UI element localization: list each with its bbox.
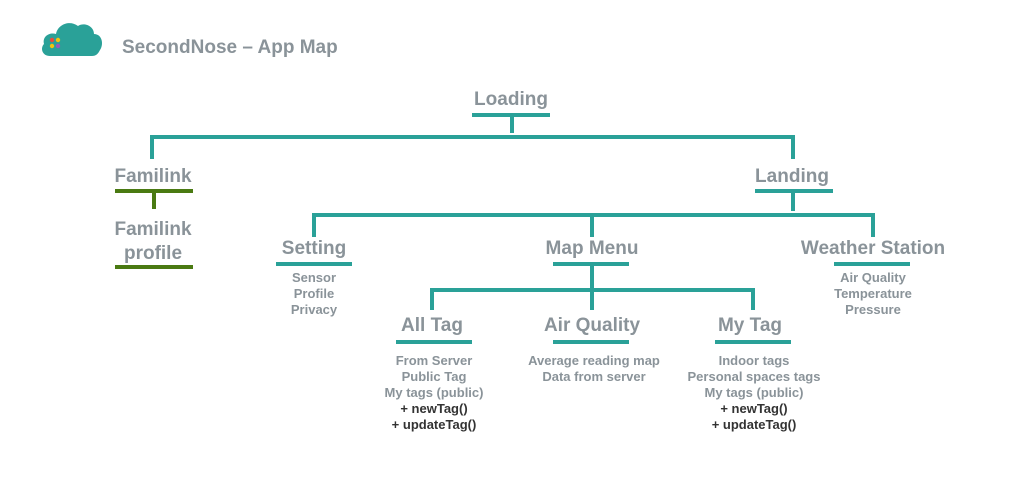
- function-item: + newTag(): [400, 401, 468, 416]
- node-familink-profile: Familink profile: [114, 219, 191, 265]
- list-item: Personal spaces tags: [687, 369, 821, 384]
- node-air-quality: Air Quality: [543, 315, 641, 336]
- air-quality-items: Average reading map Data from server: [528, 353, 660, 385]
- list-item: From Server: [395, 353, 473, 368]
- list-item: Temperature: [834, 286, 912, 301]
- node-familink-profile-line2: profile: [123, 243, 183, 264]
- my-tag-items: Indoor tags Personal spaces tags My tags…: [688, 353, 821, 433]
- cloud-logo-icon: [42, 23, 102, 56]
- list-item: Data from server: [542, 369, 646, 384]
- list-item: Sensor: [291, 270, 337, 285]
- function-item: + updateTag(): [711, 417, 797, 432]
- node-loading: Loading: [474, 89, 548, 110]
- list-item: Profile: [293, 286, 335, 301]
- list-item: Average reading map: [528, 353, 660, 368]
- list-item: Indoor tags: [718, 353, 790, 368]
- function-item: + newTag(): [720, 401, 788, 416]
- list-item: Air Quality: [840, 270, 906, 285]
- list-item: Public Tag: [401, 369, 467, 384]
- list-item: My tags (public): [384, 385, 484, 400]
- all-tag-items: From Server Public Tag My tags (public) …: [385, 353, 484, 433]
- node-map-menu: Map Menu: [545, 238, 639, 259]
- node-all-tag: All Tag: [401, 315, 463, 336]
- app-title: SecondNose – App Map: [122, 37, 338, 58]
- list-item: My tags (public): [704, 385, 804, 400]
- node-my-tag: My Tag: [717, 315, 783, 336]
- setting-items: Sensor Profile Privacy: [291, 270, 337, 318]
- weather-station-items: Air Quality Temperature Pressure: [834, 270, 912, 318]
- list-item: Pressure: [845, 302, 901, 317]
- node-familink: Familink: [114, 166, 192, 187]
- node-landing: Landing: [755, 166, 829, 187]
- node-setting: Setting: [281, 238, 347, 259]
- function-item: + updateTag(): [391, 417, 477, 432]
- node-familink-profile-line1: Familink: [114, 219, 192, 240]
- list-item: Privacy: [290, 302, 338, 317]
- node-weather-station: Weather Station: [800, 238, 946, 259]
